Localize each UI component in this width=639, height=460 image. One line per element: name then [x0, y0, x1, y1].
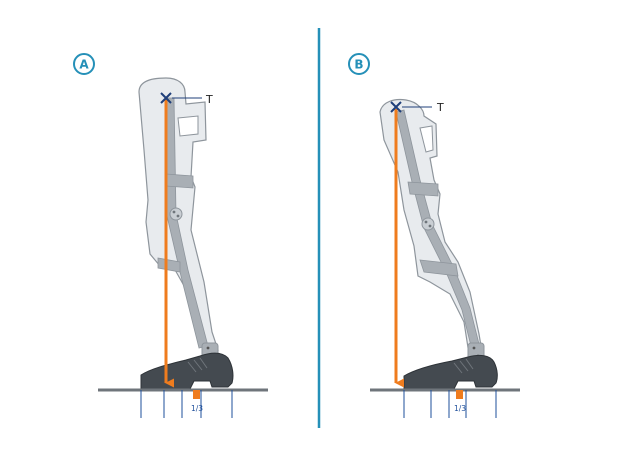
- panel-b: B: [348, 53, 520, 418]
- panel-a-fraction-label: 1/3: [191, 404, 203, 413]
- panel-b-knee-joint: [421, 217, 435, 231]
- panel-b-shoe: [403, 354, 498, 390]
- panel-a-third-mark: [193, 390, 200, 399]
- panel-b-t-label: T: [436, 101, 444, 114]
- panel-a-t-marker: T: [160, 92, 213, 106]
- panel-a-badge-letter: A: [79, 58, 89, 72]
- panel-a-shoe: [140, 352, 234, 390]
- panel-a-badge: A: [73, 53, 95, 75]
- panel-b-foot-divisions: [403, 390, 497, 418]
- panel-a-foot-divisions: [140, 390, 233, 418]
- panel-a-t-label: T: [205, 93, 213, 106]
- panel-b-fraction-label: 1/3: [454, 404, 466, 413]
- panel-b-t-marker: T: [390, 101, 444, 114]
- panel-b-badge-letter: B: [354, 58, 363, 72]
- panel-a: A: [73, 53, 268, 418]
- panel-b-third-mark: [456, 390, 463, 399]
- panel-b-badge: B: [348, 53, 370, 75]
- panel-a-knee-joint: [169, 207, 183, 221]
